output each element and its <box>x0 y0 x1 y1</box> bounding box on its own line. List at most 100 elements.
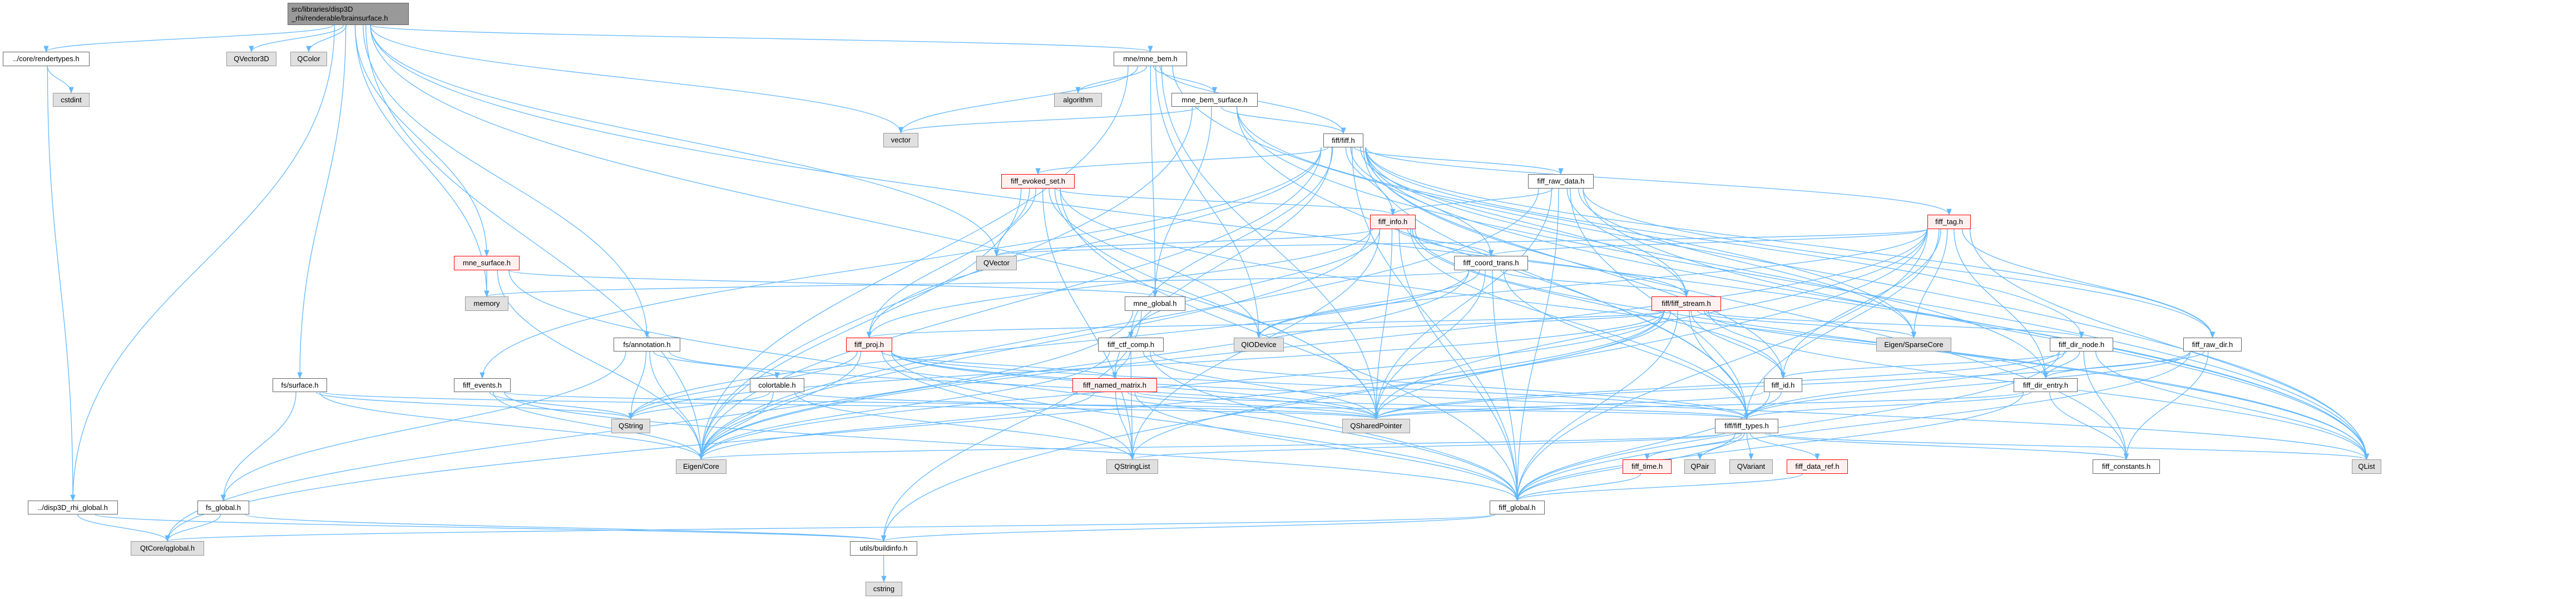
edge-fiff-to-fiff_stream <box>1360 147 1689 298</box>
edge-fiff_info-to-fiff_proj <box>866 229 1371 339</box>
edge-fiff_raw_data-to-fiff_stream <box>1566 188 1689 298</box>
node-fiff-dir-node[interactable]: fiff_dir_node.h <box>2050 338 2113 352</box>
edge-fiff_info-to-fiff_id <box>1412 229 1786 379</box>
node-qvariant[interactable]: QVariant <box>1729 459 1773 474</box>
edge-fiff_proj-to-QStringList <box>882 351 1135 461</box>
node-mne-bem[interactable]: mne/mne_bem.h <box>1114 52 1187 66</box>
edge-mne_bem_surface-to-mne_global <box>1152 106 1212 298</box>
edge-fiff_dir_node-to-fiff_types <box>1744 351 2065 420</box>
node-qstring[interactable]: QString <box>611 419 650 433</box>
node-disp3d-rhi-global[interactable]: ../disp3D_rhi_global.h <box>28 501 118 514</box>
edge-disp3D_rhi_global-to-qglobal <box>77 514 170 542</box>
node-qvector3d[interactable]: QVector3D <box>226 52 276 66</box>
node-fiff-id[interactable]: fiff_id.h <box>1764 378 1802 392</box>
node-fiff-raw-dir[interactable]: fiff_raw_dir.h <box>2183 338 2242 352</box>
edge-fiff_tag-to-Eigen_SparseCore <box>1911 229 1948 339</box>
node-fiff-data-ref[interactable]: fiff_data_ref.h <box>1787 459 1848 474</box>
node-fiff-raw-data[interactable]: fiff_raw_data.h <box>1528 174 1594 189</box>
node-mne-bem-surface[interactable]: mne_bem_surface.h <box>1171 93 1258 107</box>
edge-fs_annotation-to-QSharedPointer <box>669 351 1379 420</box>
node-cstring[interactable]: cstring <box>866 582 902 596</box>
edge-fiff_raw_data-to-Eigen_SparseCore <box>1578 188 1917 339</box>
edge-mne_surface-to-fiff_global <box>508 270 1520 502</box>
node-qlist[interactable]: QList <box>2352 459 2381 474</box>
edge-fs_surface-to-Eigen_Core <box>319 392 704 461</box>
node-colortable[interactable]: colortable.h <box>750 378 804 392</box>
edge-fiff_types-to-Eigen_Core <box>699 433 1725 461</box>
edge-fiff_raw_dir-to-fiff_dir_entry <box>2043 351 2205 379</box>
node-qsharedpointer[interactable]: QSharedPointer <box>1342 419 1410 433</box>
node-eigen-sparsecore[interactable]: Eigen/SparseCore <box>1876 338 1951 352</box>
node-qglobal[interactable]: QtCore/qglobal.h <box>131 541 204 556</box>
edge-fiff_dir_node-to-QSharedPointer <box>1373 351 2060 420</box>
edge-fiff_coord_trans-to-fiff_types <box>1503 270 1749 420</box>
edge-fiff_stream-to-fiff_dir_entry <box>1704 310 2049 379</box>
node-fiff-types[interactable]: fiff/fiff_types.h <box>1715 419 1778 433</box>
edge-fiff_named_matrix-to-fiff_types <box>1136 392 1749 420</box>
edge-fiff_dir_entry-to-fiff_types <box>1744 392 2031 420</box>
edge-fiff_global-to-buildinfo <box>881 514 1496 542</box>
edge-root-to-vector <box>370 24 904 134</box>
edge-fiff_raw_data-to-Eigen_Core <box>698 188 1539 461</box>
edge-fiff_tag-to-Eigen_Core <box>698 229 1927 461</box>
node-qpair[interactable]: QPair <box>1684 459 1715 474</box>
edge-fiff_stream-to-fiff_types <box>1689 310 1749 420</box>
edge-colortable-to-QSharedPointer <box>799 392 1379 420</box>
edge-fs_annotation-to-Eigen_Core <box>649 351 704 461</box>
edge-fiff_stream-to-Eigen_Core <box>698 310 1665 461</box>
edge-fiff_named_matrix-to-fiff_global <box>1134 392 1520 502</box>
node-mne-global[interactable]: mne_global.h <box>1125 296 1185 311</box>
node-rendertypes[interactable]: ../core/rendertypes.h <box>3 52 90 66</box>
edge-fs_global-to-qglobal <box>165 514 221 542</box>
node-fiff-ctf-comp[interactable]: fiff_ctf_comp.h <box>1098 338 1164 352</box>
node-vector[interactable]: vector <box>883 133 918 147</box>
edge-fiff_proj-to-Eigen_Core <box>698 351 862 461</box>
node-fiff-global[interactable]: fiff_global.h <box>1490 501 1545 514</box>
node-fs-surface[interactable]: fs/surface.h <box>273 378 327 392</box>
edge-rendertypes-to-disp3D_rhi_global <box>47 66 76 502</box>
node-fiff-tag[interactable]: fiff_tag.h <box>1927 215 1971 229</box>
node-fs-annotation[interactable]: fs/annotation.h <box>614 338 680 352</box>
node-fiff-info[interactable]: fiff_info.h <box>1370 215 1416 229</box>
node-fiff-proj[interactable]: fiff_proj.h <box>846 338 892 352</box>
edge-mne_bem-to-Eigen_Core <box>698 66 1129 461</box>
node-cstdint[interactable]: cstdint <box>53 93 90 107</box>
edge-fiff-to-fiff_info <box>1345 147 1396 216</box>
node-memory[interactable]: memory <box>465 296 508 311</box>
node-qiodevice[interactable]: QIODevice <box>1234 338 1284 352</box>
node-eigen-core[interactable]: Eigen/Core <box>676 459 726 474</box>
node-root[interactable]: src/libraries/disp3D _rhi/renderable/bra… <box>288 3 409 25</box>
edge-fiff-to-fiff_raw_data <box>1353 147 1564 175</box>
node-fiff-stream[interactable]: fiff/fiff_stream.h <box>1652 296 1721 311</box>
node-fs-global[interactable]: fs_global.h <box>197 501 249 514</box>
node-fiff-constants[interactable]: fiff_constants.h <box>2093 459 2160 474</box>
edge-mne_bem-to-mne_bem_surface <box>1153 66 1218 94</box>
node-algorithm[interactable]: algorithm <box>1054 93 1102 107</box>
node-fiff-named-matrix[interactable]: fiff_named_matrix.h <box>1072 378 1157 392</box>
node-fiff-coord-trans[interactable]: fiff_coord_trans.h <box>1454 256 1528 270</box>
node-qcolor[interactable]: QColor <box>290 52 327 66</box>
edge-fiff_tag-to-buildinfo <box>881 229 1927 542</box>
node-fiff-events[interactable]: fiff_events.h <box>454 378 511 392</box>
node-fiff-time[interactable]: fiff_time.h <box>1623 459 1672 474</box>
edge-fiff_evoked_set-to-QList <box>1060 188 2370 461</box>
node-fiff[interactable]: fiff/fiff.h <box>1323 133 1363 147</box>
edge-root-to-QColor <box>306 24 347 53</box>
edge-fs_surface-to-fs_global <box>220 392 296 502</box>
edge-fiff_info-to-fiff_stream <box>1407 229 1689 298</box>
edge-fiff_evoked_set-to-fiff_info <box>1055 188 1396 216</box>
edge-fiff_ctf_comp-to-fiff_named_matrix <box>1112 351 1131 379</box>
edge-fiff_raw_data-to-fiff_info <box>1390 188 1553 216</box>
node-fiff-evoked-set[interactable]: fiff_evoked_set.h <box>1001 174 1075 189</box>
node-buildinfo[interactable]: utils/buildinfo.h <box>850 541 917 556</box>
node-mne-surface[interactable]: mne_surface.h <box>454 256 520 270</box>
edge-fiff_info-to-QVector <box>994 229 1374 257</box>
node-fiff-dir-entry[interactable]: fiff_dir_entry.h <box>2014 378 2078 392</box>
edge-fiff_dir_node-to-fiff_id <box>1781 351 2067 379</box>
edge-fiff_events-to-QString <box>489 392 634 420</box>
edge-fiff_stream-to-QStringList <box>1129 310 1665 461</box>
node-qvector[interactable]: QVector <box>976 256 1017 270</box>
edge-fiff_evoked_set-to-fiff_proj <box>866 188 1030 339</box>
node-qstringlist[interactable]: QStringList <box>1106 459 1158 474</box>
